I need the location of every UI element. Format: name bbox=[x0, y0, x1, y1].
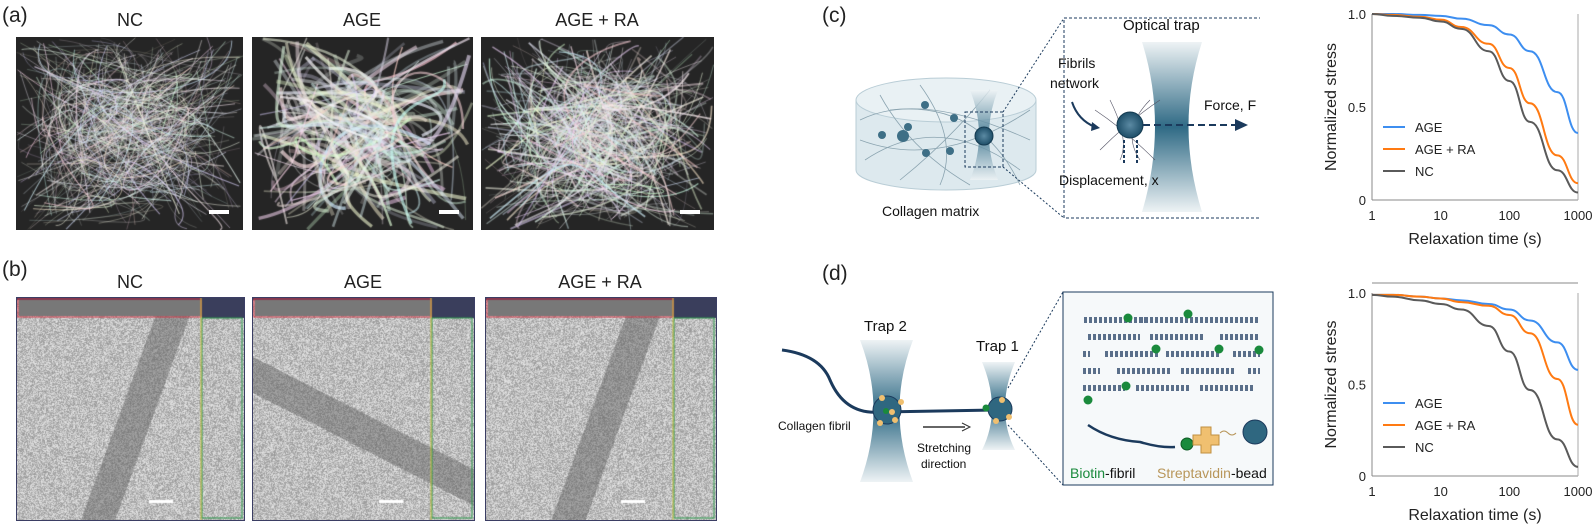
biotin-text: Biotin bbox=[1070, 465, 1106, 481]
legend-label: AGE bbox=[1415, 120, 1443, 135]
x-tick-label: 100 bbox=[1498, 484, 1520, 499]
sem-image-nc bbox=[16, 37, 243, 230]
collagen-matrix-cylinder bbox=[855, 77, 1037, 191]
scale-bar bbox=[439, 210, 459, 214]
legend-label: NC bbox=[1415, 440, 1434, 455]
tomogram-nc bbox=[16, 297, 245, 521]
y-tick-label: 0.5 bbox=[1348, 378, 1366, 393]
y-tick-label: 1.0 bbox=[1348, 286, 1366, 301]
sem-image-age-ra bbox=[481, 37, 714, 230]
biotin-dot bbox=[1254, 345, 1264, 355]
label-streptavidin-bead: Streptavidin-bead bbox=[1157, 465, 1267, 481]
legend-label: AGE bbox=[1415, 396, 1443, 411]
label-fibrils: Fibrils bbox=[1058, 55, 1096, 71]
label-trap2: Trap 2 bbox=[864, 318, 907, 335]
y-axis-label: Normalized stress bbox=[1323, 320, 1340, 448]
tomogram-age-ra bbox=[485, 297, 717, 521]
label-biotin-fibril: Biotin-fibril bbox=[1070, 465, 1135, 481]
legend-label: NC bbox=[1415, 164, 1434, 179]
tomogram-age bbox=[252, 297, 475, 521]
title-a-age-ra: AGE + RA bbox=[555, 10, 639, 30]
legend-label: AGE + RA bbox=[1415, 142, 1476, 157]
bead-text: -bead bbox=[1230, 465, 1267, 481]
fibril-text: -fibril bbox=[1105, 465, 1136, 481]
label-optical-trap: Optical trap bbox=[1123, 17, 1200, 34]
dual-trap-diagram bbox=[781, 291, 1274, 486]
panel-label-a: (a) bbox=[2, 4, 28, 27]
panel-label-d: (d) bbox=[822, 262, 848, 285]
x-axis-label: Relaxation time (s) bbox=[1408, 507, 1541, 524]
series-line-age bbox=[1372, 293, 1579, 371]
label-stretching: Stretching bbox=[917, 441, 972, 455]
y-tick-label: 0 bbox=[1359, 469, 1366, 484]
scale-bar bbox=[680, 210, 700, 214]
x-tick-label: 1000 bbox=[1564, 208, 1593, 223]
title-a-age: AGE bbox=[342, 10, 381, 30]
biotin-dot bbox=[1121, 381, 1131, 391]
series-line-nc bbox=[1371, 13, 1579, 194]
y-tick-label: 0.5 bbox=[1348, 100, 1366, 115]
y-tick-label: 0 bbox=[1359, 193, 1366, 208]
title-b-age: AGE bbox=[343, 272, 382, 292]
collagen-fibril bbox=[781, 348, 996, 414]
label-force: Force, F bbox=[1204, 97, 1257, 113]
label-collagen-fibril: Collagen fibril bbox=[778, 419, 851, 433]
legend-label: AGE + RA bbox=[1415, 418, 1476, 433]
x-tick-label: 1000 bbox=[1564, 484, 1593, 499]
x-tick-label: 10 bbox=[1433, 208, 1447, 223]
label-displacement: Displacement, x bbox=[1059, 172, 1159, 188]
x-axis-label: Relaxation time (s) bbox=[1408, 231, 1541, 248]
biotin-dot bbox=[1123, 313, 1133, 323]
biotin-dot bbox=[1083, 395, 1093, 405]
y-tick-label: 1.0 bbox=[1348, 7, 1366, 22]
x-tick-label: 100 bbox=[1498, 208, 1520, 223]
series-line-age bbox=[1372, 13, 1579, 135]
label-network: network bbox=[1050, 75, 1100, 91]
series-line-nc bbox=[1371, 293, 1579, 468]
biotin-dot bbox=[1151, 344, 1161, 354]
sem-image-age bbox=[252, 37, 473, 230]
optical-trap-beam bbox=[1142, 42, 1202, 212]
series-line-age-ra bbox=[1372, 293, 1579, 426]
x-tick-label: 1 bbox=[1368, 484, 1375, 499]
panel-label-b: (b) bbox=[2, 258, 28, 281]
optical-trap-matrix-diagram bbox=[855, 17, 1260, 219]
scale-bar bbox=[209, 210, 229, 214]
title-b-age-ra: AGE + RA bbox=[558, 272, 642, 292]
biotin-dot bbox=[1214, 344, 1224, 354]
biotin-dot bbox=[1183, 309, 1193, 319]
bead bbox=[1116, 111, 1144, 139]
x-tick-label: 1 bbox=[1368, 208, 1375, 223]
streptavidin-text: Streptavidin bbox=[1157, 465, 1231, 481]
panel-label-c: (c) bbox=[822, 4, 847, 27]
y-axis-label: Normalized stress bbox=[1323, 43, 1340, 171]
label-direction: direction bbox=[921, 457, 967, 471]
title-a-nc: NC bbox=[117, 10, 143, 30]
label-trap1: Trap 1 bbox=[976, 338, 1019, 355]
label-collagen-matrix: Collagen matrix bbox=[882, 203, 980, 219]
x-tick-label: 10 bbox=[1433, 484, 1447, 499]
title-b-nc: NC bbox=[117, 272, 143, 292]
